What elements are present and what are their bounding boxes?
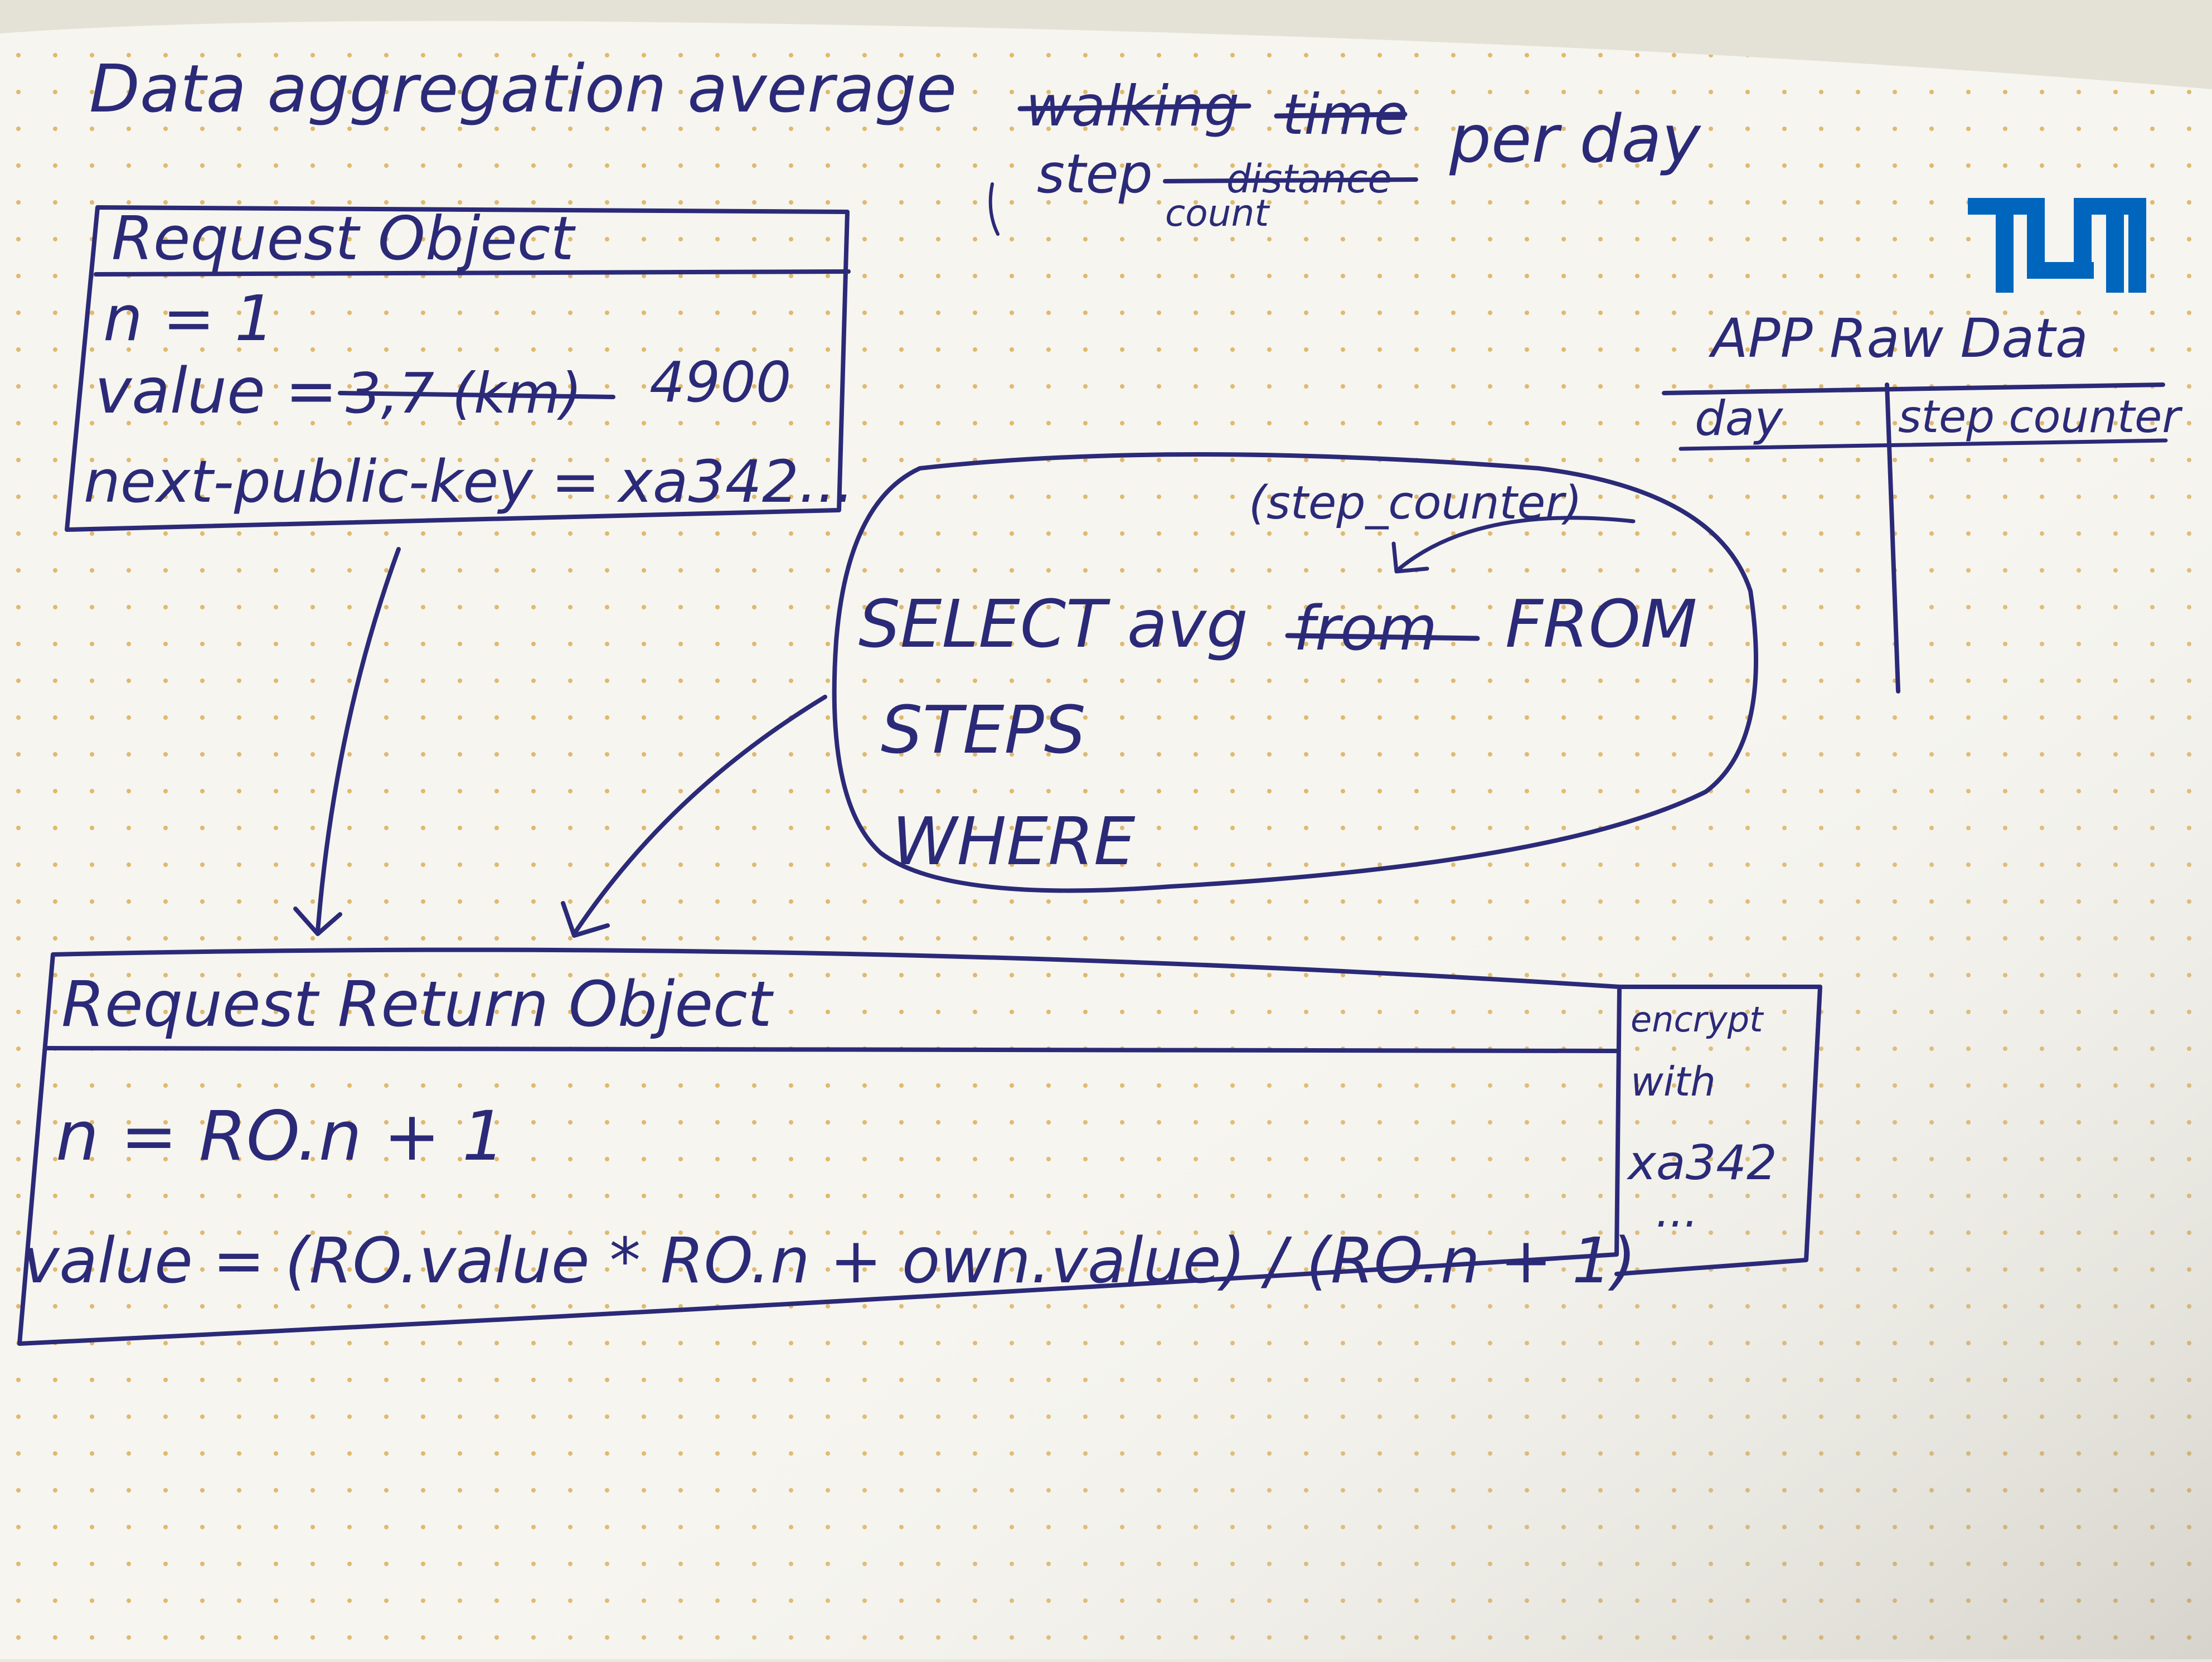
request-return-object-box: Request Return Object n = RO.n + 1 value… [17,947,1636,1346]
page-title: Data aggregation average walking time pe… [89,50,1702,236]
paper-edge [0,0,2212,89]
app-raw-data-table: APP Raw Data day step counter [1662,307,2183,694]
request-object-value-prefix: value = [95,355,337,428]
title-step: step [1037,143,1153,205]
request-object-value-new: 4900 [649,350,792,415]
flow-arrow-query-to-return [572,695,827,936]
title-inserted-count: count [1165,192,1270,235]
return-object-header: Request Return Object [61,968,774,1041]
query-table: STEPS [881,691,1086,768]
app-raw-data-col-day: day [1695,391,1783,447]
encrypt-ellipsis: ... [1656,1185,1698,1237]
request-object-n: n = 1 [103,283,274,355]
request-object-header: Request Object [111,204,576,274]
query-select: SELECT avg [858,585,1248,662]
tum-logo [1968,198,2146,293]
query-struck-from: from [1293,593,1437,664]
return-object-n: n = RO.n + 1 [56,1097,505,1176]
request-object-box: Request Object n = 1 value = 3,7 (km) 49… [65,204,854,532]
query-hint: (step_counter) [1249,477,1582,530]
request-object-next-key: next-public-key = xa342... [84,448,854,516]
return-object-value: value = (RO.value * RO.n + own.value) / … [22,1225,1636,1297]
app-raw-data-title: APP Raw Data [1708,307,2088,370]
title-prefix: Data aggregation average [89,50,957,127]
app-raw-data-col-step-counter: step counter [1898,391,2183,443]
encrypt-key: xa342 [1626,1135,1777,1191]
query-from: FROM [1505,585,1697,662]
flow-arrow-request-to-return [316,547,401,933]
query-where: WHERE [892,803,1136,880]
encrypt-line-2: with [1631,1058,1716,1105]
encrypt-line-1: encrypt [1631,999,1764,1040]
title-suffix: per day [1449,100,1702,177]
encrypt-box: encrypt with xa342 ... [1614,985,1822,1276]
query-bubble: (step_counter) SELECT avg from FROM STEP… [832,452,1758,893]
